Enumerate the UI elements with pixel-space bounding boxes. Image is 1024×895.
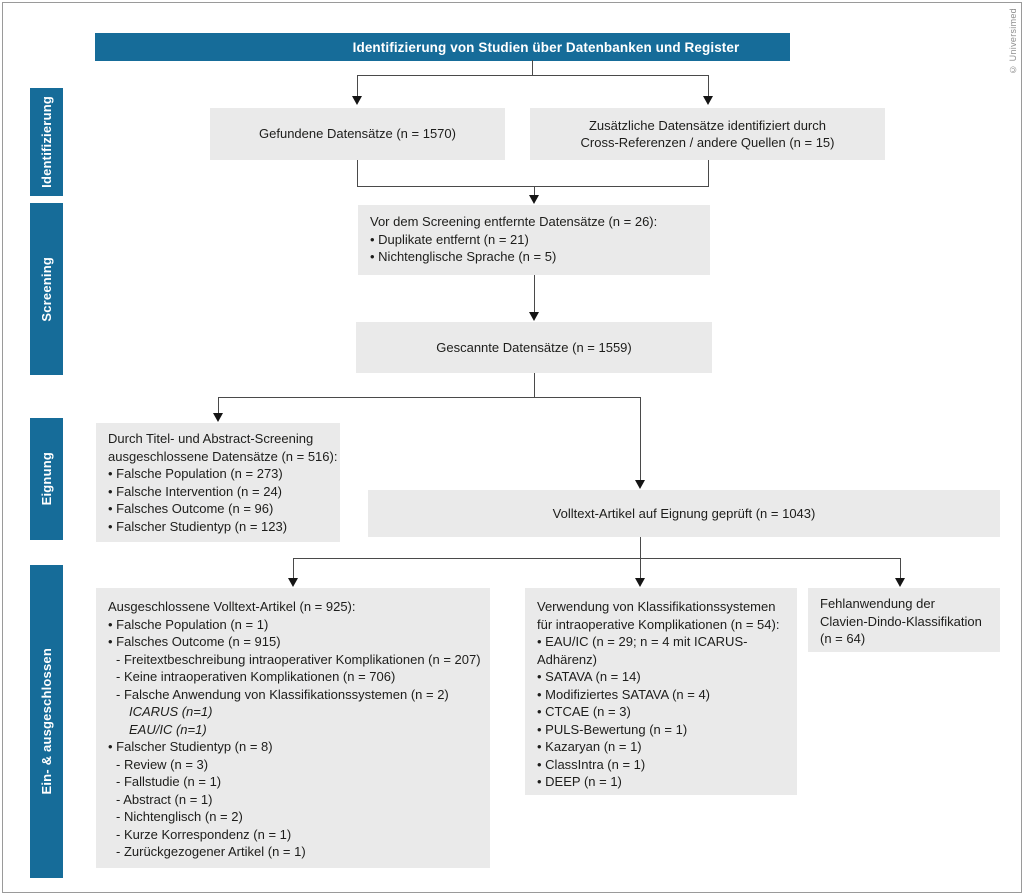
flow-line [708,75,710,96]
header-bar [95,33,790,61]
flow-arrowhead [529,312,539,321]
stage-label-identifizierung: Identifizierung [30,88,63,196]
flow-arrowhead [213,413,223,422]
flow-line [218,397,641,399]
box-removed-before-screening: Vor dem Screening entfernte Datensätze (… [358,205,710,275]
box-title-abstract-excluded: Durch Titel- und Abstract-Screening ausg… [96,423,340,542]
stage-label-eignung: Eignung [30,418,63,540]
flow-line [293,558,295,578]
flow-line [900,558,902,578]
box-records-screened: Gescannte Datensätze (n = 1559) [356,322,712,373]
flow-line [532,60,534,75]
flow-arrowhead [635,480,645,489]
box-clavien-dindo-misuse: Fehlanwendung der Clavien-Dindo-Klassifi… [808,588,1000,652]
box-fulltext-excluded: Ausgeschlossene Volltext-Artikel (n = 92… [96,588,490,868]
flow-line [534,186,536,196]
flow-line [357,75,359,96]
flow-arrowhead [895,578,905,587]
flow-line [534,275,536,313]
flow-line [218,397,220,414]
box-fulltext-assessed: Volltext-Artikel auf Eignung geprüft (n … [368,490,1000,537]
page-title: Identifizierung von Studien über Datenba… [352,39,740,55]
box-records-found: Gefundene Datensätze (n = 1570) [210,108,505,160]
stage-label-screening: Screening [30,203,63,375]
flow-line [640,537,642,558]
box-additional-records: Zusätzliche Datensätze identifiziert dur… [530,108,885,160]
flow-arrowhead [288,578,298,587]
flow-arrowhead [703,96,713,105]
flow-line [357,75,709,77]
flow-line [357,160,359,186]
copyright-text: © Universimed [1008,8,1018,75]
stage-label-ein-ausgeschlossen: Ein- & ausgeschlossen [30,565,63,878]
flow-line [357,186,709,188]
flow-arrowhead [635,578,645,587]
flow-arrowhead [352,96,362,105]
flow-line [708,160,710,186]
box-classification-systems: Verwendung von Klassifikationssystemen f… [525,588,797,795]
flow-line [293,558,901,560]
flow-line [640,397,642,481]
flow-line [640,558,642,578]
flow-arrowhead [529,195,539,204]
flow-line [534,373,536,397]
